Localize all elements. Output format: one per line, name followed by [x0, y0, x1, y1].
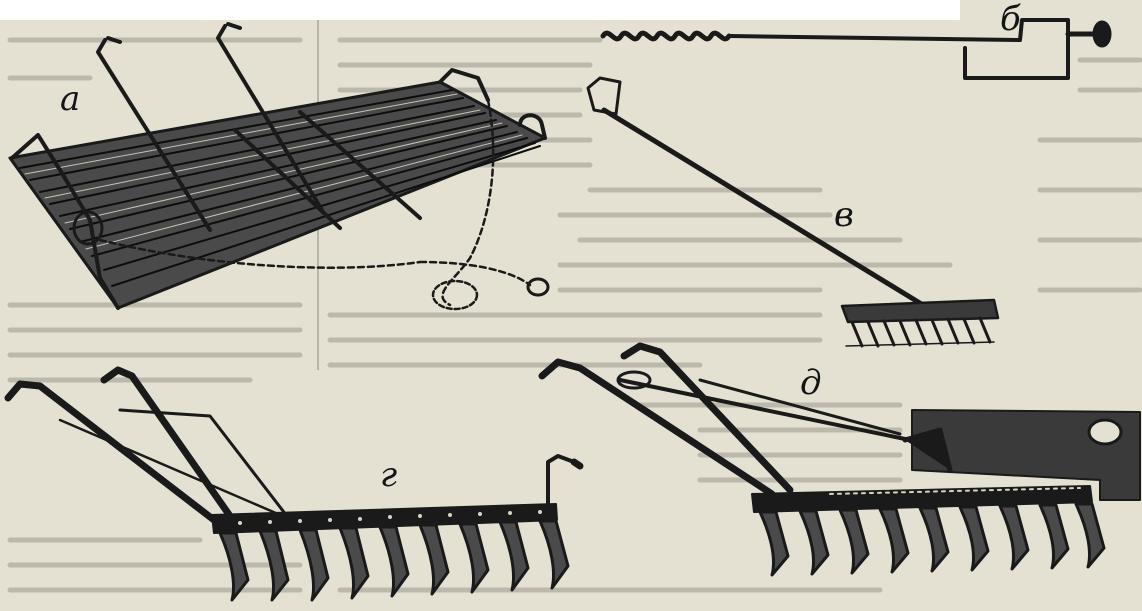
lever-rake-handle-left [538, 358, 776, 498]
hand-rake-figure [586, 76, 1000, 348]
label-b: б [1000, 0, 1021, 39]
crank-knob [1092, 20, 1112, 48]
lever-rake-tines [758, 502, 1106, 577]
rake-grip [586, 76, 622, 116]
show-through-text [7, 37, 1142, 593]
lever-rake-beam [751, 485, 1093, 513]
horse-rake-figure [4, 366, 584, 602]
lever-rake-plate [911, 409, 1141, 501]
auger-shaft [728, 18, 1070, 80]
basket-rods [96, 22, 422, 232]
auger-crank-figure [600, 18, 1112, 80]
horse-rake-handle-right [100, 366, 234, 520]
basket-end-left [10, 133, 120, 310]
horse-rake-handle-left [4, 380, 218, 524]
label-v: в [834, 195, 854, 235]
label-a: а [60, 79, 81, 119]
lever-rake-handle-right [620, 342, 794, 494]
rake-head [840, 298, 1000, 324]
horse-rake-tines [218, 519, 570, 602]
label-g: г [380, 455, 398, 495]
grain-basket-figure [8, 22, 550, 311]
rake-handle [601, 107, 931, 311]
lever-rake-figure [538, 342, 1141, 577]
auger-spiral [600, 30, 732, 42]
top-white-strip [0, 0, 960, 20]
rake-tines [850, 316, 992, 348]
label-d: д [800, 363, 822, 403]
horse-rake-crank [546, 454, 576, 506]
basket-handle-right [438, 68, 490, 102]
basket-chain [98, 98, 532, 307]
